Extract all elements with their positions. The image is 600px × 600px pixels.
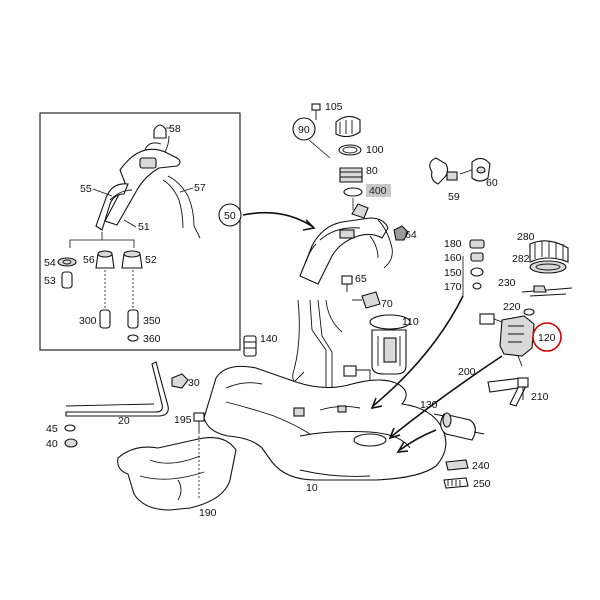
filler-neck-pipe[interactable] bbox=[95, 135, 181, 231]
label-10: 10 bbox=[306, 482, 318, 494]
main-filler-neck[interactable] bbox=[299, 198, 393, 285]
part-105-screw[interactable] bbox=[311, 103, 321, 120]
part-220-oring[interactable] bbox=[523, 308, 535, 316]
part-120-level-sender[interactable] bbox=[479, 313, 535, 367]
vent-line-cluster bbox=[309, 299, 343, 400]
part-30-bracket[interactable] bbox=[171, 373, 189, 389]
part-280-lock-ring[interactable] bbox=[529, 240, 569, 263]
part-40-nut[interactable] bbox=[64, 438, 78, 448]
label-80: 80 bbox=[366, 165, 378, 177]
part-45-washer[interactable] bbox=[64, 424, 76, 432]
part-130-fuel-filter[interactable] bbox=[433, 412, 485, 441]
callout-50[interactable]: 50 bbox=[218, 203, 242, 227]
label-180: 180 bbox=[444, 238, 462, 250]
part-250-clip[interactable] bbox=[443, 477, 469, 489]
part-350-sleeve[interactable] bbox=[127, 309, 139, 329]
label-57: 57 bbox=[194, 182, 206, 194]
part-52-cap[interactable] bbox=[121, 250, 143, 269]
label-59: 59 bbox=[448, 191, 460, 203]
callout-90[interactable]: 90 bbox=[292, 117, 316, 141]
part-240-clip[interactable] bbox=[445, 459, 469, 471]
label-170: 170 bbox=[444, 281, 462, 293]
part-20-tank-strap[interactable] bbox=[65, 361, 169, 417]
label-360: 360 bbox=[143, 333, 161, 345]
label-53: 53 bbox=[44, 275, 56, 287]
part-170-washer[interactable] bbox=[472, 282, 482, 290]
label-220: 220 bbox=[503, 301, 521, 313]
label-70: 70 bbox=[381, 298, 393, 310]
label-60: 60 bbox=[486, 177, 498, 189]
part-65-bolt[interactable] bbox=[341, 275, 353, 292]
part-64-clip[interactable] bbox=[393, 225, 409, 241]
part-54-ring[interactable] bbox=[57, 257, 77, 267]
label-400: 400 bbox=[369, 185, 387, 197]
label-300: 300 bbox=[79, 315, 97, 327]
label-20: 20 bbox=[118, 415, 130, 427]
part-60-clip[interactable] bbox=[459, 157, 491, 182]
label-150: 150 bbox=[444, 267, 462, 279]
part-210-bolt[interactable] bbox=[517, 377, 529, 400]
label-54: 54 bbox=[44, 257, 56, 269]
part-140-bumper[interactable] bbox=[243, 335, 257, 357]
filler-neck-inset: 58 55 57 51 54 53 bbox=[39, 112, 241, 351]
label-282: 282 bbox=[512, 253, 530, 265]
part-70-valve[interactable] bbox=[352, 291, 381, 309]
label-100: 100 bbox=[366, 144, 384, 156]
label-40: 40 bbox=[46, 438, 58, 450]
part-110-fuel-pump[interactable] bbox=[343, 314, 411, 380]
label-195: 195 bbox=[174, 414, 192, 426]
part-80-grommet[interactable] bbox=[339, 167, 363, 183]
label-105: 105 bbox=[325, 101, 343, 113]
part-195-bolt[interactable] bbox=[193, 412, 205, 432]
label-350: 350 bbox=[143, 315, 161, 327]
label-110: 110 bbox=[402, 316, 419, 328]
label-200: 200 bbox=[458, 366, 476, 378]
label-280: 280 bbox=[517, 231, 535, 243]
part-90-bellows[interactable] bbox=[335, 115, 361, 138]
label-30: 30 bbox=[188, 377, 200, 389]
label-250: 250 bbox=[473, 478, 491, 490]
label-45: 45 bbox=[46, 423, 58, 435]
label-51: 51 bbox=[138, 221, 150, 233]
part-180-grommet[interactable] bbox=[469, 239, 485, 249]
part-57-vent-hose[interactable] bbox=[167, 175, 201, 239]
part-190-heat-shield[interactable] bbox=[117, 432, 237, 511]
label-56: 56 bbox=[83, 254, 95, 266]
callout-50-label: 50 bbox=[224, 210, 236, 222]
part-150-ring[interactable] bbox=[470, 267, 484, 277]
part-360-oring[interactable] bbox=[127, 334, 139, 342]
part-160-grommet[interactable] bbox=[470, 252, 484, 262]
part-400-highlight bbox=[366, 184, 391, 197]
part-282-seal[interactable] bbox=[529, 260, 567, 274]
label-160: 160 bbox=[444, 252, 462, 264]
part-59-clip[interactable] bbox=[429, 157, 458, 185]
label-230: 230 bbox=[498, 277, 516, 289]
label-210: 210 bbox=[531, 391, 549, 403]
label-140: 140 bbox=[260, 333, 278, 345]
part-300-sleeve[interactable] bbox=[99, 309, 111, 329]
callout-120[interactable]: 120 bbox=[532, 322, 562, 352]
arrow-50-to-neck bbox=[242, 211, 314, 228]
callout-90-label: 90 bbox=[298, 124, 310, 136]
callout-120-label: 120 bbox=[538, 332, 556, 344]
label-55: 55 bbox=[80, 183, 92, 195]
label-240: 240 bbox=[472, 460, 490, 472]
label-190: 190 bbox=[199, 507, 217, 519]
label-64: 64 bbox=[405, 229, 417, 241]
part-400-ring[interactable] bbox=[343, 187, 363, 197]
part-100-seal[interactable] bbox=[338, 144, 362, 156]
label-65: 65 bbox=[355, 273, 367, 285]
label-58: 58 bbox=[169, 123, 181, 135]
part-53-grommet[interactable] bbox=[61, 271, 73, 289]
part-58-clip[interactable] bbox=[153, 124, 172, 139]
part-56-cap[interactable] bbox=[95, 250, 115, 269]
part-230-sender-arm[interactable] bbox=[521, 285, 573, 297]
label-52: 52 bbox=[145, 254, 157, 266]
label-130: 130 bbox=[420, 399, 438, 411]
